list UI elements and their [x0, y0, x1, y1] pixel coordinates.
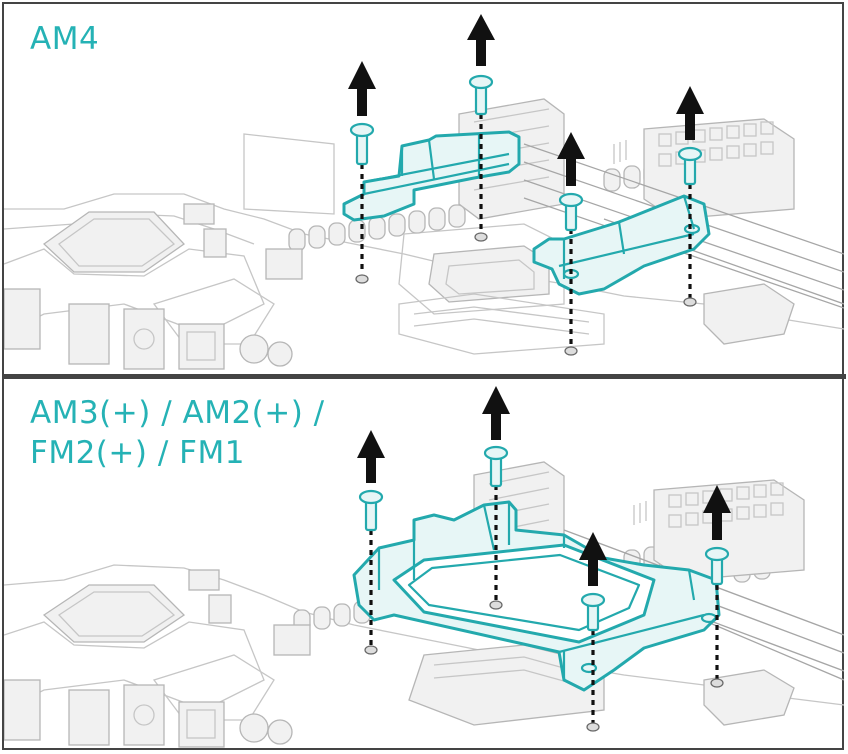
screw-4	[676, 86, 704, 307]
mounting-hole-icon	[586, 722, 600, 732]
am4-illustration	[4, 14, 844, 370]
mounting-hole-icon	[710, 678, 724, 688]
screw-2	[467, 14, 495, 242]
socket-label-am3-am2: AM3(+) / AM2(+) /	[30, 395, 325, 431]
am3-illustration	[4, 386, 844, 748]
up-arrow-icon	[357, 430, 385, 483]
up-arrow-icon	[557, 132, 585, 186]
socket-label-fm2-fm1: FM2(+) / FM1	[30, 435, 245, 471]
am4-bracket-right	[532, 194, 711, 296]
up-arrow-icon	[348, 61, 376, 116]
mounting-hole-icon	[683, 297, 697, 307]
screw-3	[579, 532, 607, 732]
screw-4	[703, 485, 731, 688]
screw-icon	[355, 132, 369, 166]
am3-am2-fm2-fm1-panel: AM3(+) / AM2(+) / FM2(+) / FM1	[4, 380, 844, 750]
mounting-hole-icon	[364, 645, 378, 655]
mounting-hole-icon	[564, 346, 578, 356]
screw-2	[482, 386, 510, 610]
screw-icon	[364, 498, 378, 532]
up-arrow-icon	[579, 532, 607, 586]
screw-1	[348, 61, 376, 284]
am4-bracket-left	[342, 130, 521, 222]
screw-icon	[489, 454, 503, 488]
up-arrow-icon	[467, 14, 495, 66]
up-arrow-icon	[703, 485, 731, 540]
motherboard-lineart	[4, 98, 844, 370]
up-arrow-icon	[482, 386, 510, 440]
socket-label-am4: AM4	[30, 21, 100, 57]
am4-panel: AM4	[4, 4, 844, 374]
mounting-hole-icon	[489, 600, 503, 610]
screw-3	[557, 132, 585, 356]
panel-divider	[2, 374, 846, 379]
up-arrow-icon	[676, 86, 704, 140]
mounting-hole-icon	[355, 274, 369, 284]
screw-1	[357, 430, 385, 655]
mounting-hole-icon	[474, 232, 488, 242]
